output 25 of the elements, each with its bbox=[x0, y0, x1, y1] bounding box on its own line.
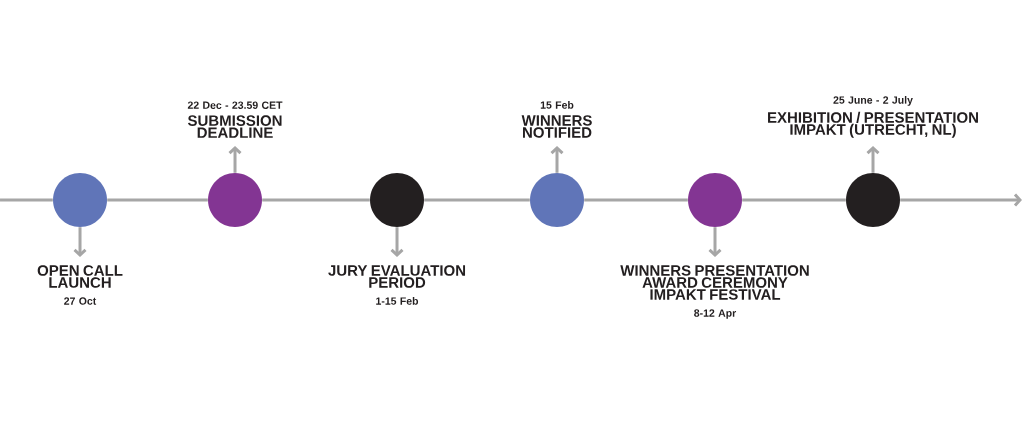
timeline-line bbox=[742, 198, 846, 202]
arrow bbox=[550, 146, 564, 173]
arrow bbox=[390, 227, 404, 257]
arrow bbox=[866, 146, 880, 173]
milestone-label: 15 Feb WINNERS NOTIFIED bbox=[521, 101, 592, 138]
milestone-label: 22 Dec - 23.59 CET SUBMISSION DEADLINE bbox=[187, 101, 283, 138]
milestone-label: JURY EVALUATION PERIOD 1-15 Feb bbox=[328, 265, 465, 305]
timeline-dot bbox=[208, 173, 262, 227]
timeline-line bbox=[262, 198, 370, 202]
timeline-line bbox=[0, 198, 53, 202]
timeline-dot bbox=[846, 173, 900, 227]
arrow bbox=[73, 227, 87, 257]
timeline-line bbox=[424, 198, 530, 202]
timeline-dot bbox=[688, 173, 742, 227]
arrow bbox=[708, 227, 722, 257]
timeline-dot bbox=[370, 173, 424, 227]
timeline-line bbox=[107, 198, 208, 202]
timeline-dot bbox=[530, 173, 584, 227]
timeline-dot bbox=[53, 173, 107, 227]
milestone-label: WINNERS PRESENTATION AWARD CEREMONY IMPAKT FESTIVAL 8-12 Apr bbox=[620, 265, 809, 319]
milestone-label: 25 June - 2 July EXHIBITION / PRESENTATION IMPAKT (UTRECHT, NL) bbox=[768, 96, 978, 138]
milestone-label: OPEN CALL LAUNCH 27 Oct bbox=[37, 265, 123, 305]
arrow bbox=[900, 193, 1022, 207]
timeline-line bbox=[584, 198, 688, 202]
arrow bbox=[228, 146, 242, 173]
